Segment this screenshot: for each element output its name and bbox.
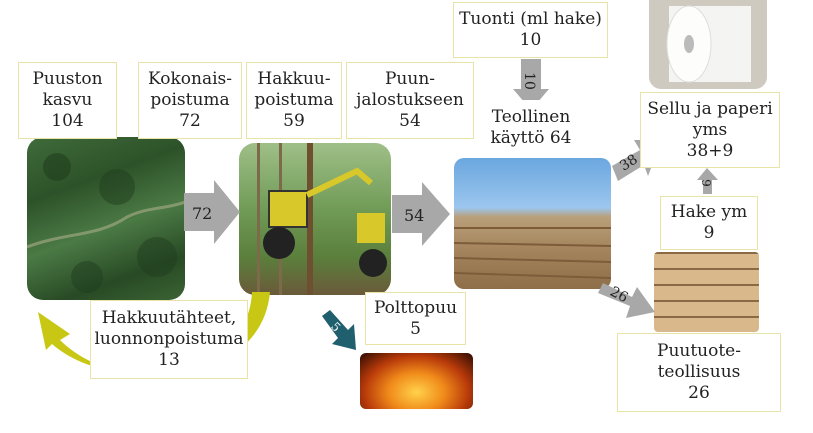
pulp-paper-box: Sellu ja paperi yms 38+9: [640, 92, 780, 168]
tree-growth-text: Puuston kasvu 104: [32, 69, 102, 132]
arrow-label-10: 10: [521, 72, 537, 90]
import-text: Tuonti (ml hake) 10: [459, 9, 602, 51]
chips-box: Hake ym 9: [660, 196, 758, 250]
wood-products-text: Puutuote- teollisuus 26: [657, 341, 741, 404]
arrow-label-72: 72: [192, 204, 212, 223]
arrow-label-54: 54: [404, 206, 424, 225]
chips-text: Hake ym 9: [671, 202, 747, 244]
total-removal-text: Kokonais- poistuma 72: [148, 69, 232, 132]
wood-products-box: Puutuote- teollisuus 26: [617, 333, 781, 412]
products-arrow: [598, 283, 655, 318]
residues-text: Hakkuutähteet, luonnonpoistuma 13: [94, 308, 243, 371]
firewood-text: Polttopuu 5: [374, 298, 457, 340]
import-box: Tuonti (ml hake) 10: [453, 2, 608, 58]
firewood-arrow: [322, 310, 356, 350]
industrial-use-text: Teollinen käyttö 64: [491, 107, 572, 149]
harvest-removal-box: Hakkuu- poistuma 59: [246, 62, 342, 139]
residues-box: Hakkuutähteet, luonnonpoistuma 13: [90, 300, 248, 379]
tree-growth-box: Puuston kasvu 104: [18, 62, 117, 139]
harvest-removal-text: Hakkuu- poistuma 59: [254, 69, 333, 132]
industrial-use-box: Teollinen käyttö 64: [479, 100, 583, 156]
arrow-label-9: 9: [699, 179, 713, 187]
pulp-paper-text: Sellu ja paperi yms 38+9: [647, 99, 772, 162]
firewood-box: Polttopuu 5: [365, 292, 466, 345]
to-processing-box: Puun- jalostukseen 54: [346, 62, 474, 139]
to-processing-text: Puun- jalostukseen 54: [356, 69, 464, 132]
total-removal-box: Kokonais- poistuma 72: [138, 62, 242, 139]
